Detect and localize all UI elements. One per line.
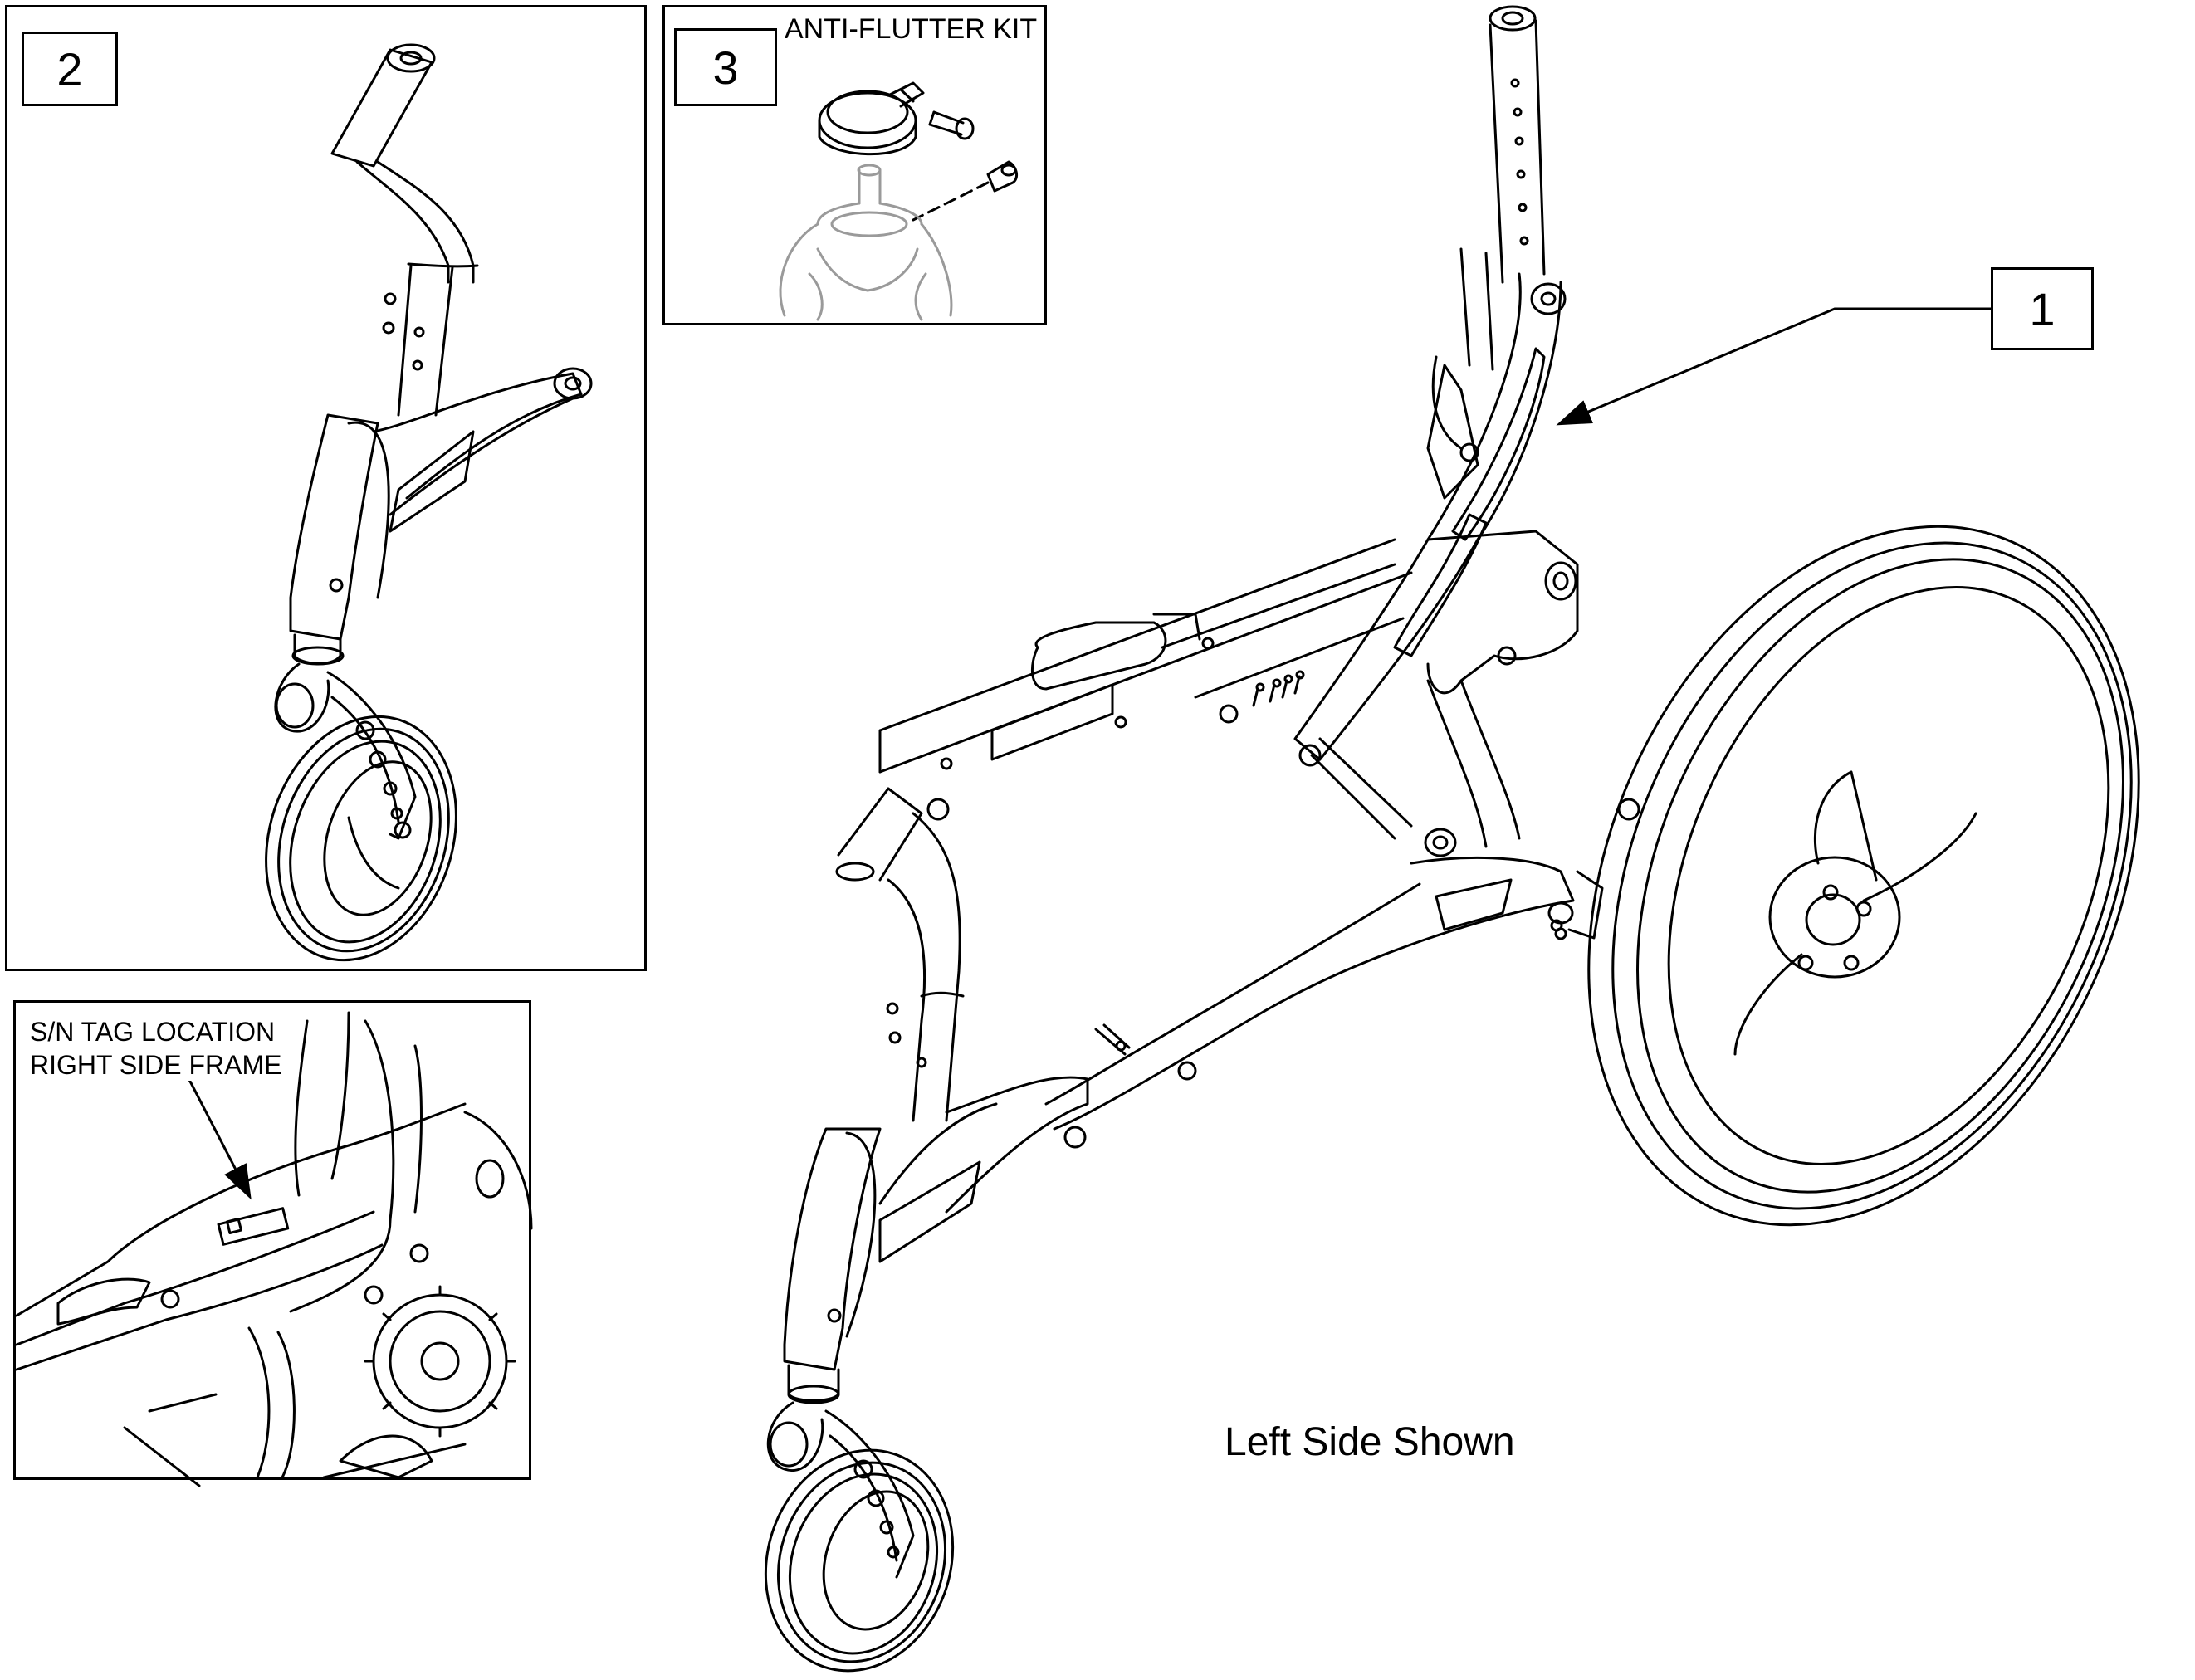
callout-1-leader — [1556, 307, 1992, 426]
sn-tag-detail-drawing — [15, 1011, 533, 1487]
sn-tag-leader — [185, 1074, 252, 1200]
sn-tag-label-line2: RIGHT SIDE FRAME — [30, 1050, 282, 1081]
callout-2: 2 — [22, 32, 118, 106]
detail-panel-caster-fork — [5, 5, 647, 971]
detail-panel-anti-flutter-kit — [662, 5, 1047, 325]
callout-3: 3 — [674, 28, 777, 106]
callout-1: 1 — [1991, 267, 2094, 350]
anti-flutter-kit-label: ANTI-FLUTTER KIT — [785, 13, 1038, 45]
caster-fork-assembly — [265, 43, 593, 962]
anti-flutter-kit-ghost-fork — [779, 164, 953, 321]
sn-tag-label-line1: S/N TAG LOCATION — [30, 1017, 276, 1048]
anti-flutter-kit-drawing — [818, 81, 1019, 222]
detail-panel-sn-tag — [13, 1000, 531, 1480]
left-side-shown-caption: Left Side Shown — [1225, 1420, 1515, 1464]
main-frame-drawing — [764, 5, 2140, 1673]
